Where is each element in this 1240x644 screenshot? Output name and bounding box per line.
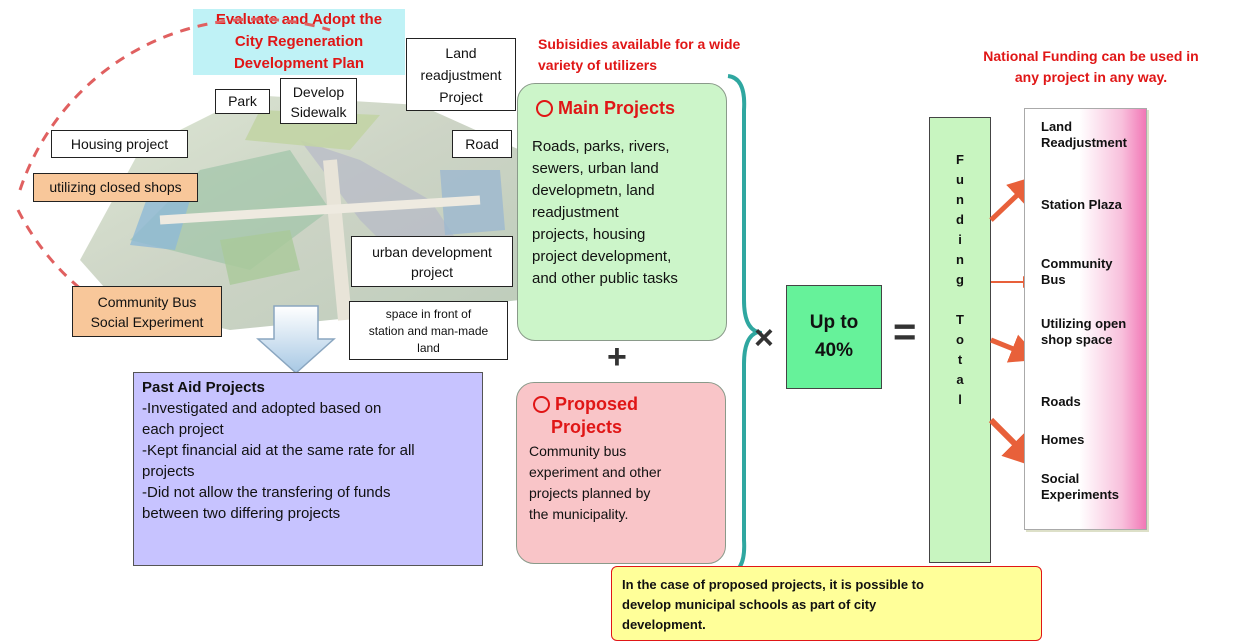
evaluate-line-2: City Regeneration bbox=[234, 33, 364, 50]
circle-bullet-icon bbox=[533, 396, 550, 413]
subsidies-line-2: variety of utilizers bbox=[538, 57, 658, 73]
evaluate-line-3: Development Plan bbox=[233, 55, 365, 72]
label-station-space: space in front of station and man-made l… bbox=[349, 301, 508, 360]
use-land-readjustment: Land Readjustment bbox=[1041, 119, 1127, 150]
subsidies-line-1: Subisidies available for a wide bbox=[538, 36, 741, 52]
proposed-title-line-1: Proposed bbox=[555, 394, 639, 414]
use-community-bus: Community Bus bbox=[1041, 256, 1113, 287]
proposed-projects-title-row: Proposed bbox=[533, 393, 713, 416]
subsidies-heading: Subisidies available for a wide variety … bbox=[538, 34, 818, 76]
funding-uses-panel: Land Readjustment Station Plaza Communit… bbox=[1024, 108, 1147, 530]
plus-sign: + bbox=[607, 338, 627, 376]
main-projects-box: Main Projects Roads, parks, rivers, sewe… bbox=[517, 83, 727, 341]
proposed-projects-box: Proposed Projects Community bus experime… bbox=[516, 382, 726, 564]
use-station-plaza: Station Plaza bbox=[1041, 197, 1122, 212]
national-line-1: National Funding can be used in bbox=[983, 48, 1199, 64]
evaluate-heading bbox=[193, 9, 405, 75]
use-social-experiments: Social Experiments bbox=[1041, 471, 1120, 502]
use-open-shop-space: Utilizing open shop space bbox=[1041, 316, 1127, 347]
evaluate-line-1: Evaluate and Adopt the bbox=[215, 11, 383, 28]
proposed-title-line-2: Projects bbox=[551, 417, 623, 437]
label-community-bus: Community Bus Social Experiment bbox=[72, 286, 222, 337]
use-roads: Roads bbox=[1041, 394, 1081, 409]
main-projects-title: Main Projects bbox=[558, 98, 676, 118]
evaluate-heading-text: Evaluate and Adopt the City Regeneration… bbox=[193, 9, 405, 75]
proposed-projects-body: Community bus experiment and other proje… bbox=[529, 443, 662, 522]
brace-icon bbox=[727, 74, 762, 576]
label-urban-development: urban development project bbox=[351, 236, 513, 287]
main-projects-body: Roads, parks, rivers, sewers, urban land… bbox=[532, 138, 678, 287]
label-park: Park bbox=[215, 89, 270, 114]
down-arrow-icon bbox=[256, 305, 336, 375]
national-funding-heading: National Funding can be used in any proj… bbox=[950, 46, 1232, 88]
rate-box: Up to 40% bbox=[786, 285, 882, 389]
city-illustration bbox=[16, 17, 520, 332]
note-box: In the case of proposed projects, it is … bbox=[611, 566, 1042, 641]
label-land-readjustment: Land readjustment Project bbox=[406, 38, 516, 111]
funding-total-box: F u n d i n g T o t a l bbox=[929, 117, 991, 563]
times-sign: × bbox=[754, 319, 774, 357]
past-aid-title: Past Aid Projects bbox=[142, 379, 265, 396]
past-aid-body: -Investigated and adopted based on each … bbox=[142, 400, 415, 522]
label-housing-project: Housing project bbox=[51, 130, 188, 158]
equals-sign: = bbox=[893, 310, 917, 354]
use-homes: Homes bbox=[1041, 432, 1085, 447]
label-develop-sidewalk: Develop Sidewalk bbox=[280, 78, 357, 124]
label-closed-shops: utilizing closed shops bbox=[33, 173, 198, 202]
national-line-2: any project in any way. bbox=[1014, 69, 1168, 85]
circle-bullet-icon bbox=[536, 99, 553, 117]
label-road: Road bbox=[452, 130, 512, 158]
past-aid-box: Past Aid Projects -Investigated and adop… bbox=[133, 372, 483, 566]
main-projects-title-row: Main Projects bbox=[536, 96, 712, 120]
